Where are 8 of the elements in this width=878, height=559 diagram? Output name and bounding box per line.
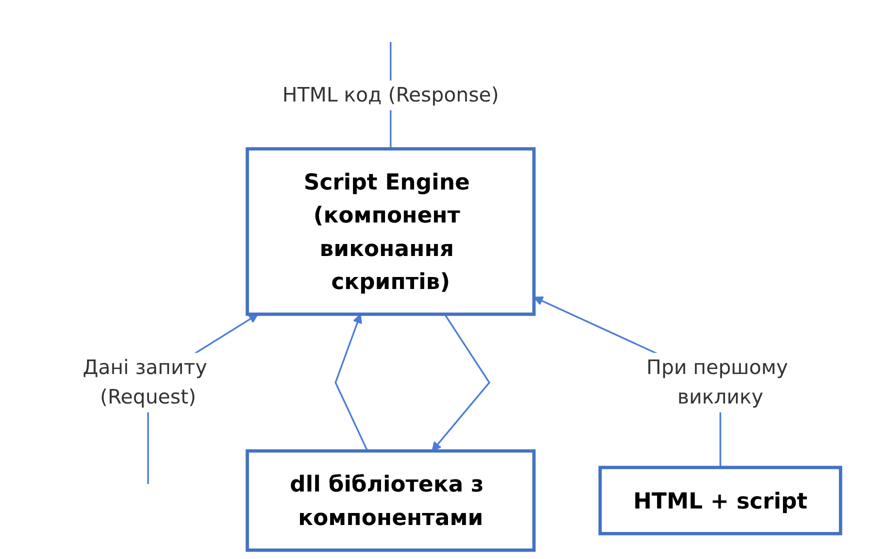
edge-label: При першому виклику [646, 356, 788, 410]
arrow [432, 314, 490, 452]
node-box: Script Engine (компонент виконання скриптів) [245, 147, 536, 316]
node-box: dll бібліотека з компонентами [245, 449, 536, 552]
arrow [334, 314, 368, 452]
node-box: HTML + script [598, 466, 842, 536]
edge-label: Дані запиту (Request) [82, 356, 207, 410]
edge-label: HTML код (Response) [282, 84, 499, 107]
